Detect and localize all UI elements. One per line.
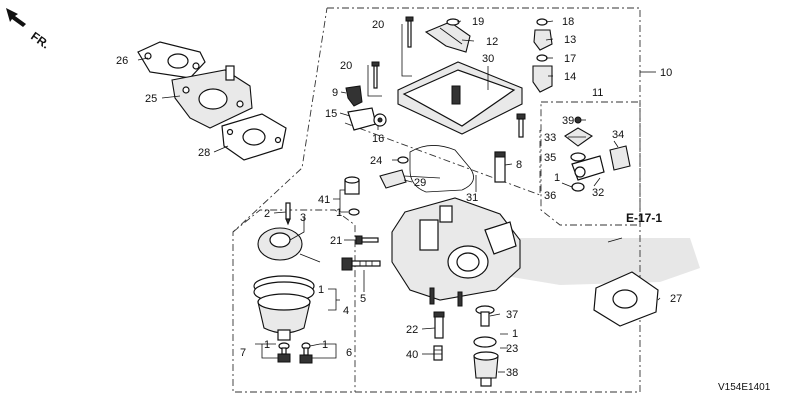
washer-18 [536, 18, 548, 26]
callout-14: 14 [564, 71, 576, 83]
callout-23: 23 [506, 343, 518, 355]
callout-37: 37 [506, 309, 518, 321]
callout-15: 15 [325, 108, 337, 120]
fuel-cut-valve-32 [571, 155, 605, 181]
nut-16 [373, 113, 387, 127]
callout-9: 9 [332, 87, 338, 99]
callout-24: 24 [370, 155, 382, 167]
link-rod-29 [379, 169, 441, 189]
callout-41: 41 [318, 194, 330, 206]
direction-label: FR. [28, 29, 52, 52]
leader-lines [137, 20, 661, 373]
callout-21: 21 [330, 235, 342, 247]
callout-27: 27 [670, 293, 682, 305]
callout-5: 5 [360, 293, 366, 305]
callout-8: 8 [516, 159, 522, 171]
callout-17: 17 [564, 53, 576, 65]
spring-17 [536, 54, 548, 62]
callout-22: 22 [406, 324, 418, 336]
seal-36 [571, 182, 585, 192]
cover-gasket-31 [409, 145, 474, 193]
callout-36: 36 [544, 190, 556, 202]
float-chamber-subframe [232, 209, 356, 392]
callout-31: 31 [466, 192, 478, 204]
callout-20a: 20 [372, 19, 384, 31]
cross-reference-label[interactable]: E-17-1 [626, 211, 662, 225]
callout-40: 40 [406, 349, 418, 361]
callout-30: 30 [482, 53, 494, 65]
choke-gear-12 [424, 21, 471, 53]
cover-screw [516, 113, 526, 138]
bracket-14 [532, 65, 553, 93]
gasket-27 [593, 271, 659, 327]
drain-screw-6 [299, 342, 313, 364]
jet-41 [344, 176, 360, 195]
callout-1a: 1 [554, 172, 560, 184]
washer-19 [446, 18, 460, 26]
drain-bowl-38 [473, 351, 499, 387]
slow-jet-40 [433, 345, 443, 361]
screw-20b [371, 61, 380, 89]
front-direction-arrow-icon [6, 8, 26, 27]
callout-12: 12 [486, 36, 498, 48]
callout-11: 11 [592, 87, 603, 99]
carburetor-gasket-28 [221, 113, 287, 161]
callout-1b: 1 [336, 207, 342, 219]
callout-4: 4 [343, 305, 349, 317]
o-ring-35 [570, 152, 586, 162]
screw-21 [355, 235, 379, 245]
carburetor-body [391, 197, 521, 307]
o-ring-1b [348, 208, 360, 216]
callout-18: 18 [562, 16, 574, 28]
callout-6: 6 [346, 347, 352, 359]
callout-38: 38 [506, 367, 518, 379]
callout-1f: 1 [322, 339, 328, 351]
screw-39 [574, 116, 582, 124]
callout-13: 13 [564, 34, 576, 46]
float-needle-2 [285, 202, 291, 226]
insulator-25 [171, 65, 253, 129]
plate-15 [347, 107, 377, 131]
drawing-code: V154E1401 [718, 382, 771, 393]
callout-26: 26 [116, 55, 128, 67]
cap-34 [609, 145, 631, 171]
carburetor-cover-30 [397, 61, 523, 135]
main-nozzle-22 [433, 311, 445, 339]
sub-assembly-frame-11 [540, 101, 641, 226]
o-ring-23 [473, 336, 497, 348]
float-chamber-4 [253, 275, 315, 341]
watermark-stipple [470, 238, 700, 285]
callout-19: 19 [472, 16, 484, 28]
callout-35: 35 [544, 152, 556, 164]
callout-39: 39 [562, 115, 574, 127]
o-ring-24 [397, 156, 409, 164]
cover-loop-guide [344, 122, 541, 196]
callout-34: 34 [612, 129, 624, 141]
choke-lever-9 [345, 85, 363, 107]
callout-25: 25 [145, 93, 157, 105]
valve-8 [494, 151, 506, 183]
callout-33: 33 [544, 132, 556, 144]
callout-10: 10 [660, 67, 672, 79]
callout-16: 16 [372, 133, 384, 145]
callout-1c: 1 [318, 284, 324, 296]
screw-20a [405, 16, 414, 48]
callout-32: 32 [592, 187, 604, 199]
callout-1d: 1 [512, 328, 518, 340]
intake-gasket-26 [137, 41, 206, 79]
lever-13 [533, 29, 553, 51]
drain-bolt-7 [277, 342, 291, 363]
callout-7: 7 [240, 347, 246, 359]
callout-1e: 1 [264, 339, 270, 351]
callout-29: 29 [414, 177, 426, 189]
float-3 [257, 227, 321, 263]
main-jet-37 [475, 305, 495, 327]
callout-3: 3 [300, 212, 306, 224]
callout-28: 28 [198, 147, 210, 159]
pilot-screw-5 [341, 257, 381, 271]
callout-2: 2 [264, 208, 270, 220]
callout-20b: 20 [340, 60, 352, 72]
